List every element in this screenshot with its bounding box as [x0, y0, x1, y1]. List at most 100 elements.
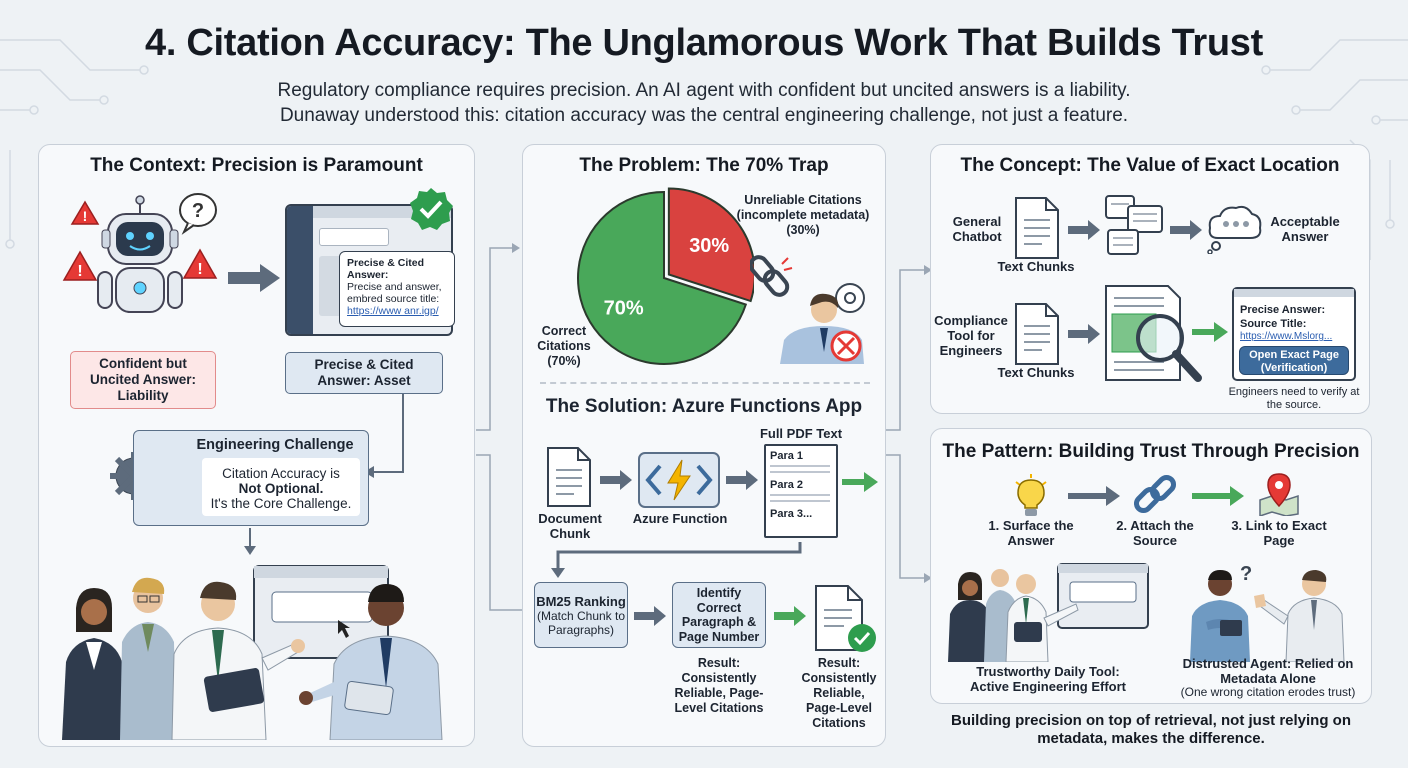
svg-text:?: ? — [1240, 563, 1252, 585]
thought-bubble-icon — [1207, 205, 1262, 254]
problem-panel-title: The Problem: The 70% Trap — [579, 155, 829, 176]
bm25-subtitle: (Match Chunk to Paragraphs) — [536, 609, 626, 637]
dashed-divider — [540, 382, 870, 384]
arrow-right-icon — [228, 264, 280, 292]
warning-icon: ! — [70, 200, 100, 225]
distrusted-agent-label: Distrusted Agent: Relied on Metadata Alo… — [1182, 656, 1354, 686]
arrow-right-icon — [600, 470, 632, 490]
solution-title: The Solution: Azure Functions App — [545, 396, 863, 417]
trustworthy-tool-label: Trustworthy Daily Tool: Active Engineeri… — [969, 664, 1127, 694]
pie-slice-unreliable-citations — [667, 187, 754, 303]
para-3: Para 3... — [770, 508, 813, 520]
full-pdf-label: Full PDF Text — [759, 426, 843, 441]
asset-label: Precise & Cited Answer: Asset — [285, 352, 443, 394]
result-label-2: Result: Consistently Reliable, Page-Leve… — [801, 656, 877, 730]
arrow-right-icon — [774, 606, 806, 626]
arrow-right-icon — [1068, 324, 1100, 344]
source-title-label: Source Title: — [1240, 318, 1307, 330]
document-icon — [1015, 197, 1059, 259]
identify-paragraph-box — [672, 582, 766, 648]
bubble-link[interactable]: https://www anr.igp/ — [347, 305, 439, 317]
bubble-title: Precise & Cited Answer: — [347, 257, 425, 281]
svg-text:!: ! — [77, 263, 82, 280]
bm25-ranking-box — [534, 582, 628, 648]
pattern-panel-title: The Pattern: Building Trust Through Prec… — [942, 441, 1360, 462]
distrust-note: (One wrong citation erodes trust) — [1180, 685, 1356, 699]
step-1-label: 1. Surface the Answer — [988, 518, 1074, 548]
open-exact-page-button[interactable]: Open Exact Page (Verification) — [1239, 346, 1349, 375]
footer-statement: Building precision on top of retrieval, … — [950, 712, 1352, 747]
lightbulb-icon — [1015, 474, 1047, 516]
pdf-document — [764, 444, 838, 538]
liability-label: Confident but Uncited Answer: Liability — [70, 351, 216, 409]
map-pin-icon — [1259, 473, 1299, 516]
identify-paragraph-label: Identify Correct Paragraph & Page Number — [678, 586, 760, 644]
unreliable-citations-label: Unreliable Citations (incomplete metadat… — [736, 193, 870, 237]
document-icon — [1015, 303, 1059, 365]
person-right-man — [299, 584, 443, 740]
arrow-right-icon — [1192, 486, 1244, 506]
gear-icon — [835, 283, 865, 313]
document-icon — [547, 447, 591, 507]
subtitle-line-2: Dunaway understood this: citation accura… — [279, 105, 1129, 126]
challenge-card — [202, 458, 360, 516]
arrow-right-icon — [1192, 322, 1228, 342]
page-subtitle: Regulatory compliance requires precision… — [0, 78, 1408, 128]
citation-pie-chart: 30% 70% — [577, 187, 754, 365]
warning-icon: ! — [182, 248, 218, 279]
bm25-title: BM25 Ranking — [536, 594, 626, 609]
flow-return-arrow — [551, 542, 802, 578]
screen-message-row — [319, 228, 389, 246]
correct-citations-label: Correct Citations (70%) — [537, 324, 591, 368]
precise-answer-label: Precise Answer: — [1240, 304, 1326, 316]
para-2: Para 2 — [770, 479, 804, 491]
person-tablet-man — [171, 581, 305, 740]
para-1: Para 1 — [770, 450, 804, 462]
pie-value-label: 30% — [689, 235, 729, 257]
bubble-body: Precise and answer, embred source title: — [347, 281, 442, 305]
text-chunks-label-1: Text Chunks — [997, 259, 1075, 274]
result-label-1: Result: Consistently Reliable, Page-Leve… — [674, 656, 764, 715]
robot-illustration: ! ! ! ? — [62, 193, 218, 313]
trustworthy-team-illustration — [948, 563, 1149, 662]
document-chunk-label: Document Chunk — [538, 511, 602, 541]
compliance-tool-label: Compliance Tool for Engineers — [934, 313, 1008, 358]
subtitle-line-1: Regulatory compliance requires precision… — [277, 80, 1131, 101]
challenge-line-1: Citation Accuracy is — [222, 466, 340, 481]
cited-answer-bubble: Precise & Cited Answer: Precise and answ… — [339, 251, 455, 327]
robot-icon — [97, 195, 183, 313]
arrow-down-icon — [244, 528, 256, 555]
pie-value-label: 70% — [604, 297, 644, 319]
question-bubble-icon: ? — [179, 193, 217, 235]
challenge-line-3: It's the Core Challenge. — [210, 496, 352, 511]
magnified-page-icon — [1105, 285, 1202, 382]
distrusted-agent-illustration: ? — [1190, 563, 1345, 662]
arrow-right-icon — [1068, 220, 1100, 240]
challenge-title: Engineering Challenge — [196, 437, 354, 453]
challenge-line-2: Not Optional. — [238, 481, 324, 496]
engineering-team-illustration — [62, 565, 443, 740]
step-3-label: 3. Link to Exact Page — [1231, 518, 1327, 548]
chat-bubbles-icon — [1105, 195, 1163, 255]
acceptable-answer-label: Acceptable Answer — [1270, 214, 1340, 244]
page-title: 4. Citation Accuracy: The Unglamorous Wo… — [145, 22, 1263, 64]
arrow-right-icon — [634, 606, 666, 626]
link-chain-icon — [1134, 474, 1177, 514]
card-header-bar — [1234, 289, 1354, 297]
verify-note: Engineers need to verify at the source. — [1228, 386, 1360, 411]
warning-icon: ! — [62, 250, 98, 281]
general-chatbot-label: General Chatbot — [952, 214, 1002, 244]
context-panel-title: The Context: Precision is Paramount — [90, 155, 423, 176]
text-chunks-label-2: Text Chunks — [997, 365, 1075, 380]
source-link[interactable]: https://www.Mslorg... — [1240, 331, 1333, 342]
azure-function-icon — [638, 452, 720, 508]
screen-sidebar — [287, 206, 313, 334]
svg-text:!: ! — [197, 261, 202, 278]
svg-text:?: ? — [192, 200, 204, 222]
frustrated-engineer-illustration — [750, 255, 865, 364]
verified-check-icon — [410, 188, 453, 230]
pie-slice-correct-citations — [577, 190, 748, 365]
arrow-right-icon — [1068, 486, 1120, 506]
svg-text:!: ! — [83, 208, 88, 224]
